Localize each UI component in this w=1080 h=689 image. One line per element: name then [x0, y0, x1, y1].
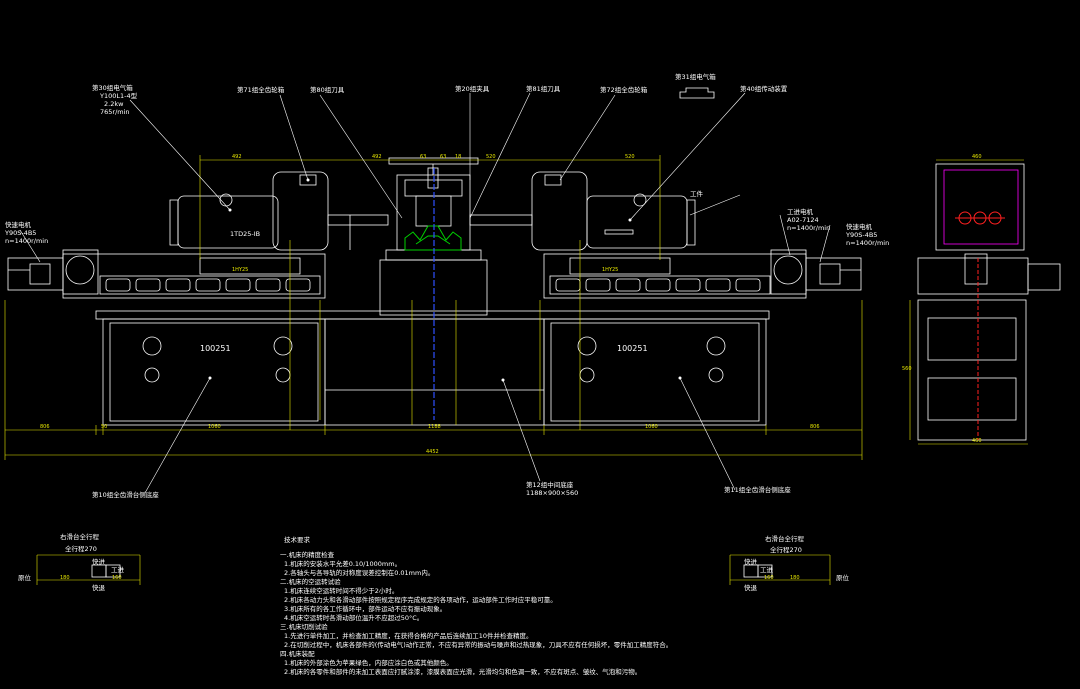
right-power-head: [469, 171, 696, 251]
callout-right-base: 第11组全齿滑台侧底座: [724, 485, 791, 494]
left-slide-table: 1HY25: [62, 249, 326, 299]
dim-top-f: 63: [440, 154, 446, 160]
dim-middle: 1188: [428, 424, 441, 430]
schedule-right-title: 右滑台全行程: [765, 534, 805, 543]
electric-box-31: [679, 87, 715, 99]
callout-motor-line1: 第30组电气箱: [92, 83, 133, 92]
callout-tool-80: 第80组刀具: [310, 85, 345, 94]
dim-right-base: 1060: [645, 424, 658, 430]
callout-work-motor-1: 工进电机: [787, 207, 814, 216]
technical-notes: 技术要求 一.机床的精度检查 1.机床的安装水平允差0.10/1000mm。 2…: [280, 535, 672, 676]
center-column: [388, 157, 479, 420]
callout-left-base: 第10组全齿滑台侧底座: [92, 490, 159, 499]
schedule-left-label-2: 工进: [111, 566, 125, 574]
dim-top-g: 18: [455, 154, 461, 160]
dim-top-c: 520: [486, 154, 496, 160]
left-slide-code: 1HY25: [232, 267, 248, 273]
dim-right-outer: 806: [810, 424, 820, 430]
schedule-left-dim-1: 160: [112, 575, 122, 581]
note-line-7: 4.机床空运转时各滑动部位温升不应超过50°C。: [284, 613, 423, 622]
callout-head-20: 第20组夹具: [455, 84, 490, 93]
dimension-lines: [4, 155, 863, 460]
schedule-left-label-0: 原位: [18, 573, 32, 582]
note-line-6: 3.机床所有的各工作循环中，部件运动不应有振动现象。: [284, 604, 446, 613]
schedule-left-label-1: 快进: [92, 557, 106, 566]
callout-electric-box: 第31组电气箱: [675, 72, 716, 81]
schedule-left-dim-0: 180: [60, 575, 70, 581]
side-dim-bottom: 460: [972, 438, 982, 444]
schedule-right-dim-1: 160: [764, 575, 774, 581]
dim-top-a: 492: [232, 154, 242, 160]
left-head-model: 1TD25-IB: [230, 230, 260, 238]
note-line-12: 1.机床的外部涂色为苹果绿色，内部应涂白色或其他颜色。: [284, 658, 453, 667]
note-line-8: 三.机床切削试验: [280, 622, 328, 631]
right-feed-motor: [805, 257, 862, 291]
note-line-11: 四.机床装配: [280, 649, 315, 658]
dim-top-e: 63: [420, 154, 426, 160]
callout-workpiece: 工件: [690, 189, 704, 198]
dim-top-d: 520: [625, 154, 635, 160]
callout-motor-line2: Y100L1-4型: [99, 91, 138, 100]
side-dim-top: 460: [972, 154, 982, 160]
callout-tool-81: 第81组刀具: [526, 84, 561, 93]
callout-middle-base-1: 第12组中间底座: [526, 480, 574, 489]
schedule-right-label-0: 原位: [836, 573, 850, 582]
dim-left-base: 1060: [208, 424, 221, 430]
side-gearbox: [935, 163, 1025, 251]
schedule-right-label-3: 快退: [744, 583, 758, 592]
schedule-right-subtitle: 全行程270: [770, 545, 802, 554]
note-line-1: 1.机床的安装水平允差0.10/1000mm。: [284, 559, 401, 568]
note-line-4: 1.机床连续空运转时间不得少于2小时。: [284, 586, 398, 595]
right-base-code: 100251: [617, 344, 648, 353]
callout-right-motor-1: 快速电机: [846, 222, 873, 231]
right-slide-table: 1HY25: [543, 249, 807, 299]
callout-left-fixture: 第71组全齿轮箱: [237, 85, 285, 94]
callout-right-fixture: 第72组全齿轮箱: [600, 85, 648, 94]
note-line-2: 2.各轴头与各导轨的对称度误差控制在0.01mm内。: [284, 568, 434, 577]
schedule-right-label-2: 工进: [760, 566, 774, 574]
callout-work-motor-3: n=1400r/min: [787, 224, 830, 232]
notes-heading: 技术要求: [284, 535, 311, 544]
side-dim-height: 560: [902, 366, 912, 372]
callout-motor-line4: 765r/min: [100, 108, 130, 116]
schedule-left-label-3: 快退: [92, 583, 106, 592]
left-feed-motor: [7, 257, 64, 291]
callout-middle-base-2: 1188×900×560: [526, 489, 578, 497]
schedule-right-label-1: 快进: [744, 557, 758, 566]
left-base-cabinet: 100251: [102, 318, 326, 426]
right-slide-code: 1HY25: [602, 267, 618, 273]
callout-group-40: 第40组传动装置: [740, 84, 788, 93]
note-line-5: 2.机床各动力头和各滑动部件按照规定程序完成规定的各项动作，运动部件工作时应平稳…: [284, 595, 557, 604]
left-power-head: 1TD25-IB: [169, 171, 389, 251]
note-line-3: 二.机床的空运转试验: [280, 577, 341, 586]
dim-total: 4452: [426, 449, 439, 455]
front-view: 100251 100251: [4, 87, 863, 494]
note-line-10: 2.在切削过程中，机床各部件的(传动电气)动作正常，不应有异常的振动与噪声和过热…: [284, 640, 672, 649]
schedule-left-subtitle: 全行程270: [65, 544, 97, 553]
callout-left-motor-3: n=1400r/min: [5, 237, 48, 245]
schedule-left: 右滑台全行程 全行程270 原位 快进 工进 快退 180 160: [18, 532, 141, 592]
note-line-13: 2.机床的各零件和部件的未加工表面应打腻涂漆，漆膜表面应光滑，光滑均匀和色调一致…: [284, 667, 641, 676]
dim-top-b: 492: [372, 154, 382, 160]
callout-motor-line3: 2.2kw: [104, 100, 124, 108]
dim-left-gap: 50: [101, 424, 107, 430]
schedule-right: 右滑台全行程 全行程270 原位 快进 工进 快退 180 160: [729, 534, 850, 592]
schedule-left-title: 右滑台全行程: [60, 532, 100, 541]
callout-right-motor-2: Y90S-4B5: [845, 231, 877, 239]
dim-left-outer: 806: [40, 424, 50, 430]
note-line-9: 1.先进行单件加工，并检查加工精度，在获得合格的产品后连续加工10件并检查精度。: [284, 631, 532, 640]
leader-lines: [19, 92, 831, 494]
callout-work-motor-2: A02-7124: [787, 216, 819, 224]
note-line-0: 一.机床的精度检查: [280, 550, 335, 559]
left-base-code: 100251: [200, 344, 231, 353]
callout-left-motor-2: Y90S-4B5: [4, 229, 36, 237]
schedule-right-dim-0: 180: [790, 575, 800, 581]
callout-left-motor-1: 快速电机: [5, 220, 32, 229]
callout-labels: 第30组电气箱 Y100L1-4型 2.2kw 765r/min 第71组全齿轮…: [4, 72, 889, 499]
right-base-cabinet: 100251: [543, 318, 767, 426]
side-view: 460 460 560: [902, 154, 1061, 445]
callout-right-motor-3: n=1400r/min: [846, 239, 889, 247]
